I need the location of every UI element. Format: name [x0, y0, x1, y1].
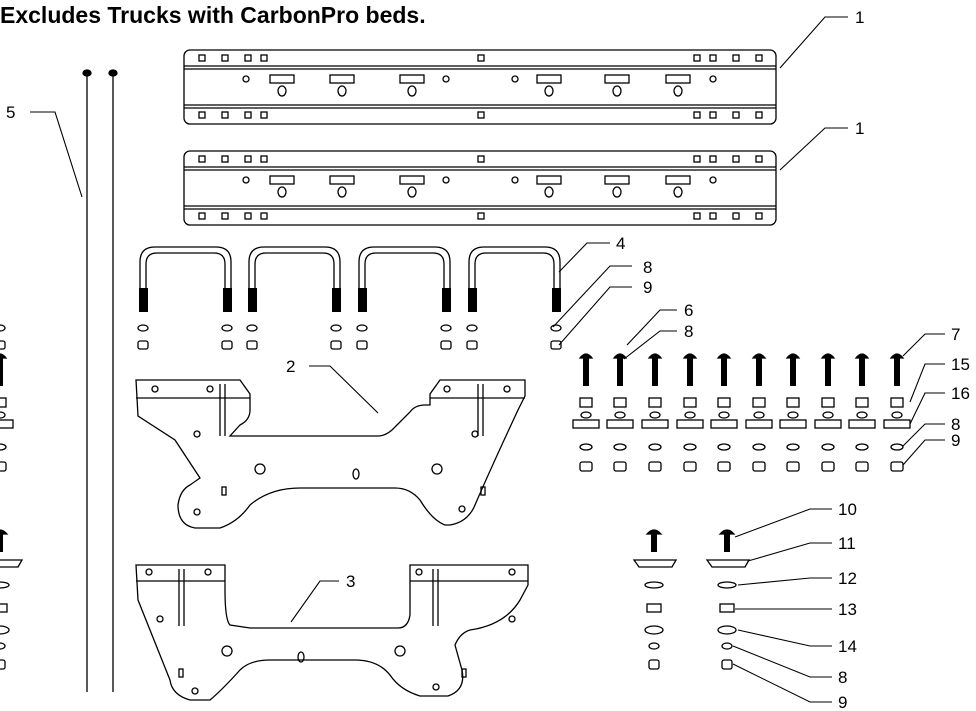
- callout-8-bolt: 8: [684, 322, 693, 341]
- callout-8-grid: 8: [951, 415, 960, 434]
- callout-6: 6: [684, 301, 693, 320]
- callout-10: 10: [838, 500, 857, 519]
- callout-13: 13: [838, 600, 857, 619]
- callout-15: 15: [951, 355, 970, 374]
- page-title: Excludes Trucks with CarbonPro beds.: [0, 2, 426, 28]
- u-bolts-part-4: [139, 246, 561, 312]
- callout-9-ubolt: 9: [643, 278, 652, 297]
- callout-9-grid: 9: [951, 431, 960, 450]
- callout-2: 2: [286, 357, 295, 376]
- u-bolt-washers-nuts: [0, 324, 562, 350]
- callout-14: 14: [838, 637, 857, 656]
- callout-7: 7: [951, 325, 960, 344]
- small-parts-kit: [0, 529, 750, 670]
- callout-12: 12: [838, 569, 857, 588]
- rail-part-1-bottom: [183, 150, 777, 226]
- bracket-part-2: [135, 379, 526, 529]
- callout-3: 3: [346, 572, 355, 591]
- callout-11: 11: [838, 534, 856, 553]
- callout-9-kit: 9: [838, 693, 847, 711]
- bracket-part-3: [135, 564, 529, 701]
- callout-1-top: 1: [855, 8, 864, 27]
- callout-8-ubolt: 8: [643, 258, 652, 277]
- callout-4: 4: [616, 234, 625, 253]
- rail-part-1-top: [183, 49, 777, 125]
- bolt-kit-grid: [0, 353, 911, 472]
- leader-lines: [30, 16, 945, 703]
- callout-1-bottom: 1: [855, 119, 864, 138]
- callout-5: 5: [6, 103, 15, 122]
- callout-16: 16: [951, 384, 970, 403]
- callout-8-kit: 8: [838, 668, 847, 687]
- rod-part-5: [82, 69, 118, 692]
